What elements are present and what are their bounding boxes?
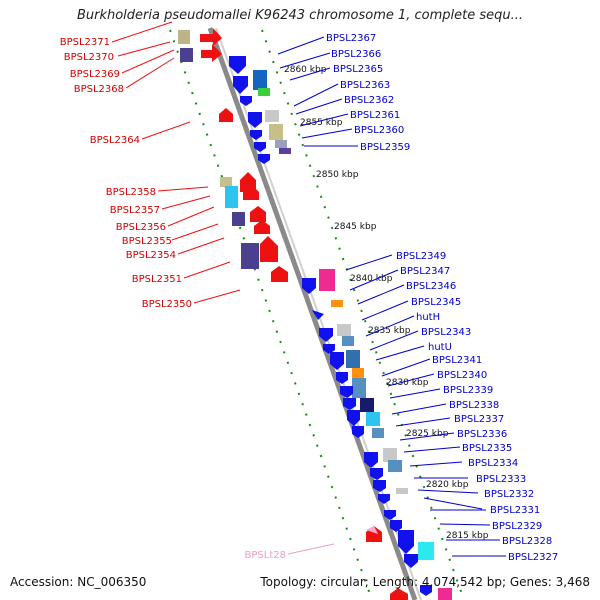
scale-label: 2850 kbp	[316, 170, 359, 180]
gene-label: BPSL2338	[449, 400, 499, 411]
gene-label: BPSL2357	[110, 205, 160, 216]
scale-label: 2855 kbp	[300, 118, 343, 128]
scale-labels: 2860 kbp 2855 kbp 2850 kbp 2845 kbp 2840…	[284, 65, 489, 541]
map-title: Burkholderia pseudomallei K96243 chromos…	[76, 8, 524, 23]
gene-label: BPSL2355	[122, 236, 172, 247]
gene-label: BPSL2361	[350, 110, 400, 121]
gene-label: BPSL2369	[70, 69, 120, 80]
gene-label: BPSL2363	[340, 80, 390, 91]
gene-label: BPSL2339	[443, 385, 493, 396]
gene-label: BPSL2362	[344, 95, 394, 106]
gene-label: BPSL2340	[437, 370, 487, 381]
reverse-genes[interactable]	[229, 56, 432, 596]
scale-label: 2830 kbp	[386, 378, 429, 388]
sequence-backbone	[207, 27, 418, 600]
gene-label: BPSL2327	[508, 552, 558, 563]
scale-label: 2845 kbp	[334, 222, 377, 232]
gene-label: BPSL2341	[432, 355, 482, 366]
gene-label: BPSL2365	[333, 64, 383, 75]
gene-label: BPSL2359	[360, 142, 410, 153]
trna-marker[interactable]	[366, 526, 378, 534]
scale-label: 2815 kbp	[446, 531, 489, 541]
gene-label: BPSL2331	[490, 505, 540, 516]
gene-label: BPSL2354	[126, 250, 176, 261]
gene-label: BPSL2364	[90, 135, 140, 146]
gene-label: BPSL2343	[421, 327, 471, 338]
left-leader-lines	[111, 21, 241, 304]
gene-label: BPSL2349	[396, 251, 446, 262]
gene-label: BPSL2366	[331, 49, 381, 60]
gene-label: BPSL2332	[484, 489, 534, 500]
right-outer-dotted-guide	[261, 29, 465, 600]
gene-label: BPSL2350	[142, 299, 192, 310]
gene-label: BPSL2358	[106, 187, 156, 198]
gene-label: BPSL2347	[400, 266, 450, 277]
scale-label: 2825 kbp	[406, 429, 449, 439]
rna-leader-line	[287, 543, 335, 555]
left-gene-labels[interactable]: BPSL2371 BPSL2370 BPSL2369 BPSL2368 BPSL…	[60, 37, 286, 561]
gene-label: BPSL2368	[74, 84, 124, 95]
gene-label: BPSL2351	[132, 274, 182, 285]
gene-label: BPSL2346	[406, 281, 456, 292]
gene-label: BPSL2335	[462, 443, 512, 454]
gene-label: BPSL2328	[502, 536, 552, 547]
scale-label: 2860 kbp	[284, 65, 327, 75]
gene-label: BPSL2371	[60, 37, 110, 48]
gene-label: BPSL2370	[64, 52, 114, 63]
topology-info: Topology: circular; Length: 4,074,542 bp…	[260, 575, 590, 589]
cog-bars	[178, 30, 452, 600]
scale-label: 2840 kbp	[350, 274, 393, 284]
rna-gene-label: BPSLt28	[245, 550, 286, 561]
gene-label: BPSL2345	[411, 297, 461, 308]
gene-label: BPSL2336	[457, 429, 507, 440]
scale-label: 2835 kbp	[368, 326, 411, 336]
gene-label: BPSL2334	[468, 458, 518, 469]
accession-info: Accession: NC_006350	[10, 575, 147, 589]
left-outer-dotted-guide	[169, 29, 373, 600]
gene-label: BPSL2367	[326, 33, 376, 44]
forward-genes[interactable]	[200, 28, 408, 600]
gene-label: BPSL2337	[454, 414, 504, 425]
gene-label: BPSL2333	[476, 474, 526, 485]
gene-label: BPSL2329	[492, 521, 542, 532]
gene-label: hutH	[416, 312, 440, 323]
gene-label: BPSL2356	[116, 222, 166, 233]
right-leader-lines	[277, 36, 506, 557]
gene-label: hutU	[428, 342, 452, 353]
gene-label: BPSL2360	[354, 125, 404, 136]
scale-label: 2820 kbp	[426, 480, 469, 490]
right-gene-labels[interactable]: BPSL2367 BPSL2366 BPSL2365 BPSL2363 BPSL…	[326, 33, 558, 563]
